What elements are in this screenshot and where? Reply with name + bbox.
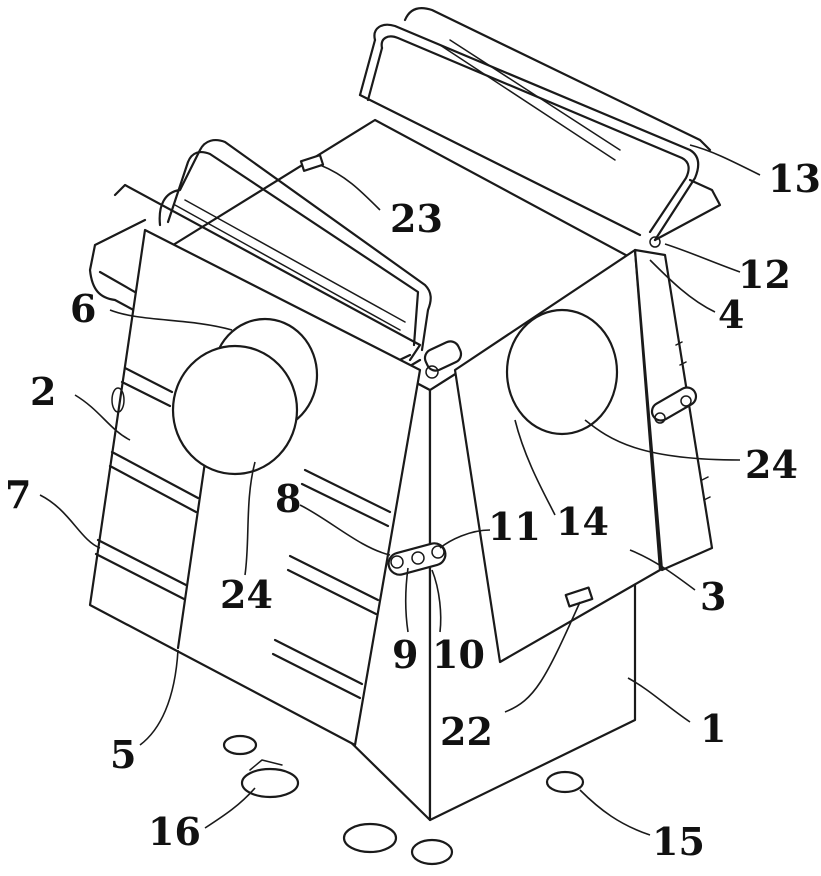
label-7: 7 [5, 472, 31, 517]
wheel-corner [412, 840, 452, 864]
label-5: 5 [110, 732, 136, 777]
label-11: 11 [488, 504, 541, 549]
wheel-15 [547, 772, 583, 792]
label-12: 12 [738, 252, 791, 297]
side-round-window [507, 310, 617, 434]
label-22: 22 [440, 709, 493, 754]
label-16: 16 [148, 809, 201, 854]
wheel-front [344, 824, 396, 852]
label-23: 23 [390, 196, 443, 241]
label-6: 6 [70, 286, 96, 331]
label-2: 2 [30, 369, 56, 414]
label-8: 8 [275, 476, 301, 521]
label-24-side: 24 [745, 442, 798, 487]
label-13: 13 [768, 156, 821, 201]
wheel-rear [224, 736, 256, 754]
label-15: 15 [652, 819, 705, 864]
label-1: 1 [700, 706, 726, 751]
label-24-front: 24 [220, 572, 273, 617]
label-10: 10 [432, 632, 485, 677]
label-4: 4 [718, 292, 744, 337]
label-3: 3 [700, 574, 726, 619]
label-9: 9 [392, 632, 418, 677]
label-14: 14 [556, 499, 609, 544]
